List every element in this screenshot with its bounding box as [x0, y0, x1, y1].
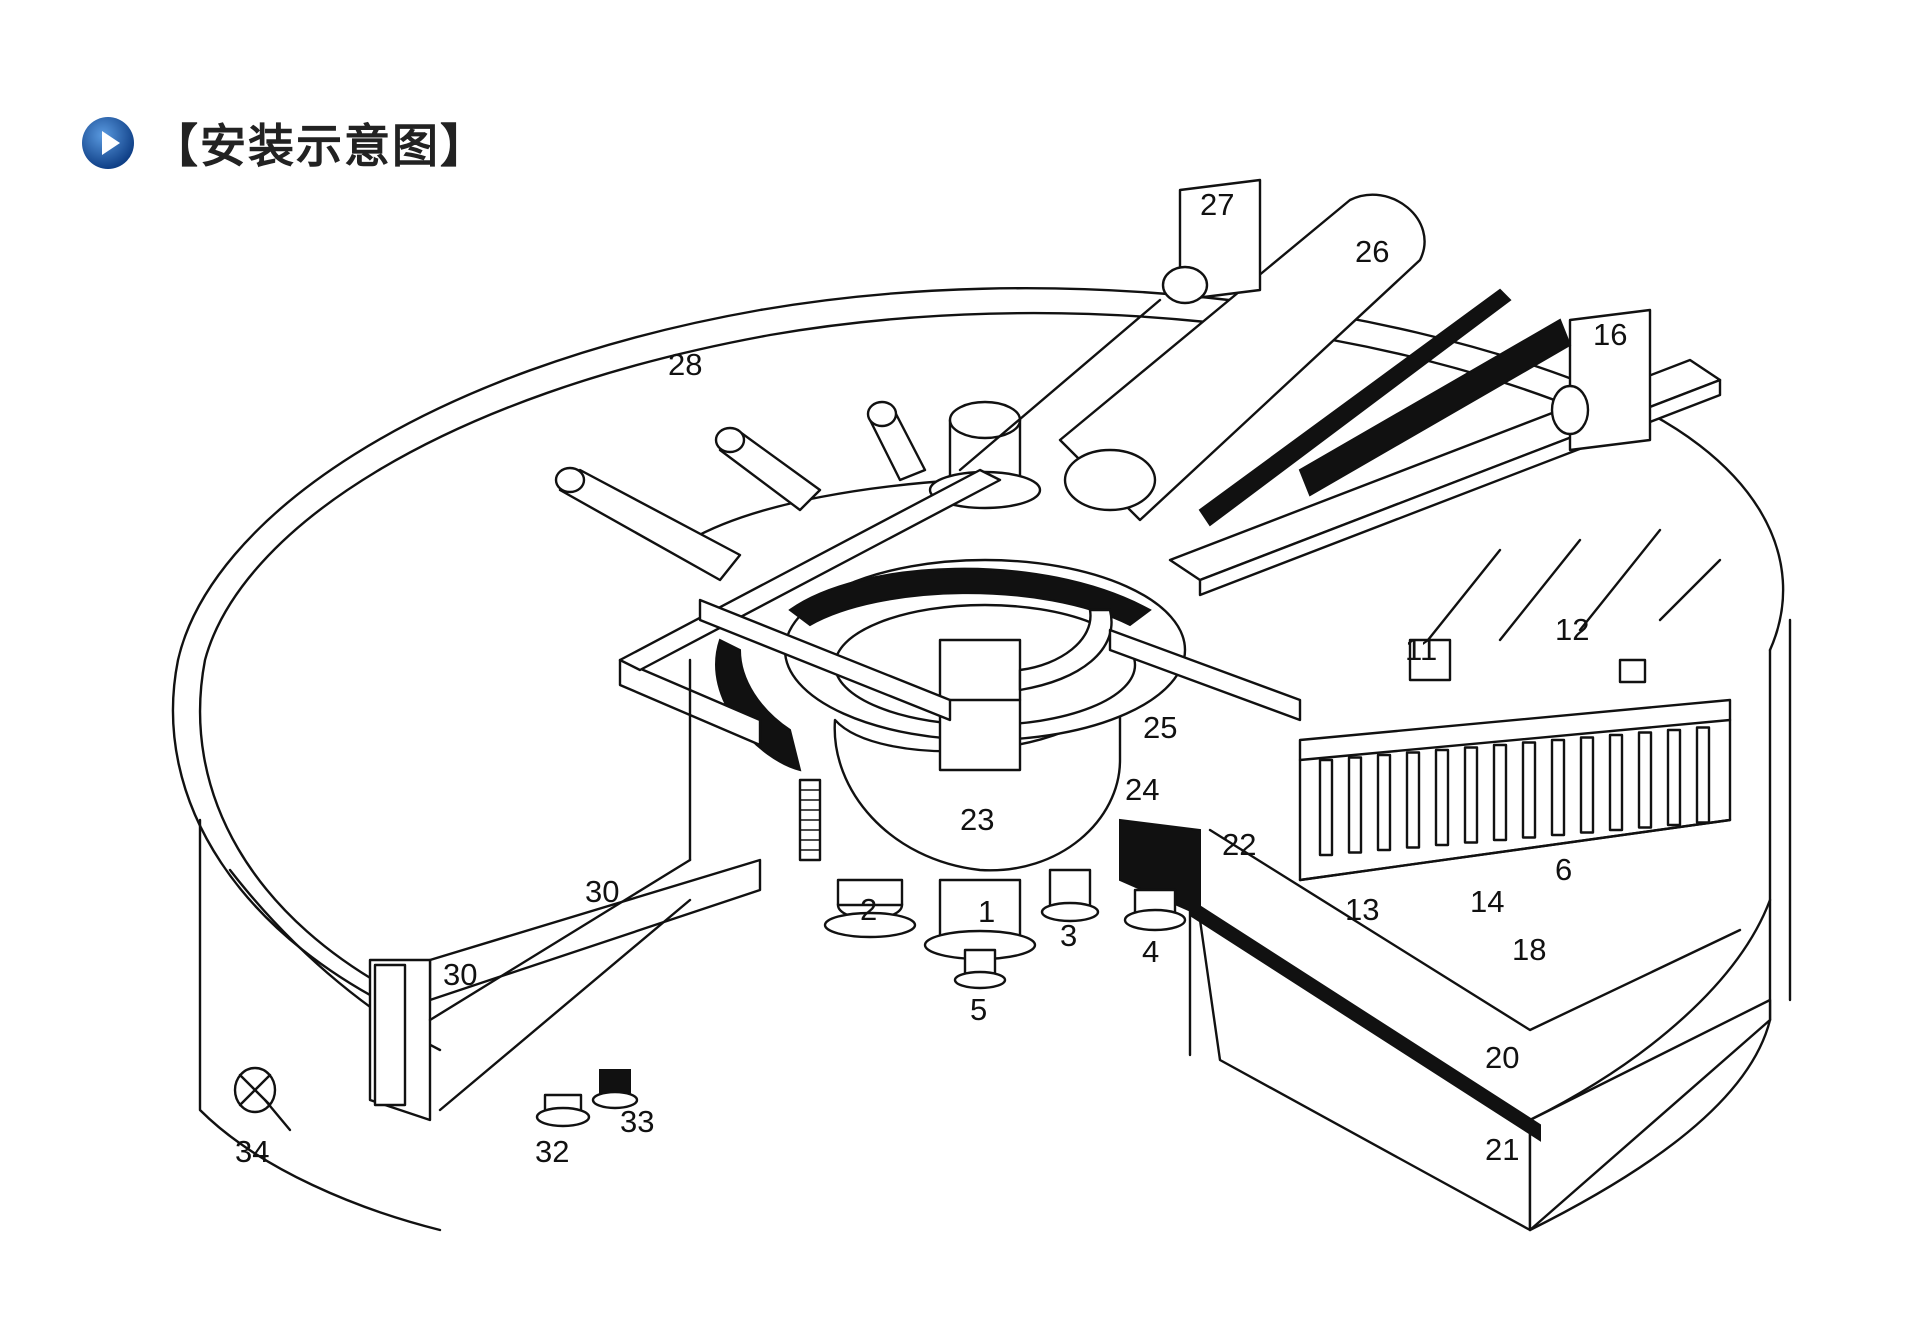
screen-bar — [1579, 736, 1595, 834]
part-label-12: 12 — [1555, 612, 1589, 647]
part-label-11: 11 — [1405, 632, 1437, 667]
part-label-30-upper: 30 — [585, 874, 619, 909]
screen-bar — [1376, 753, 1392, 852]
screen-section — [1298, 528, 1732, 882]
part-label-16: 16 — [1593, 317, 1627, 352]
valve-handwheel-icon — [233, 1066, 292, 1132]
screen-bar — [1318, 758, 1334, 857]
screw-tube — [958, 178, 1572, 527]
screen-bar — [1463, 746, 1479, 844]
bottom-pipes — [823, 868, 1187, 990]
screen-bar — [1666, 728, 1682, 827]
part-label-20: 20 — [1485, 1040, 1519, 1075]
screen-bar — [1405, 751, 1421, 849]
screen-bar — [1347, 756, 1363, 854]
page-title: 【安装示意图】 — [152, 119, 488, 173]
cutaway-section — [1119, 818, 1772, 1232]
part-labels: 1 2 3 4 5 6 11 12 13 14 16 18 20 21 22 2… — [235, 187, 1627, 1169]
screen-bar — [1550, 738, 1566, 837]
screen-bar — [1695, 726, 1711, 824]
part-label-21: 21 — [1485, 1132, 1519, 1167]
part-label-14: 14 — [1470, 884, 1504, 919]
part-label-28: 28 — [668, 347, 702, 382]
part-label-5: 5 — [970, 992, 987, 1027]
part-label-27: 27 — [1200, 187, 1234, 222]
screen-bar — [1521, 741, 1537, 839]
bridge-frame — [618, 308, 1722, 747]
part-label-4: 4 — [1142, 934, 1159, 969]
part-label-3: 3 — [1060, 918, 1077, 953]
screen-bar — [1637, 731, 1653, 829]
part-label-33: 33 — [620, 1104, 654, 1139]
part-label-30-lower: 30 — [443, 957, 477, 992]
part-label-26: 26 — [1355, 234, 1389, 269]
left-chamber — [368, 658, 822, 1122]
part-label-13: 13 — [1345, 892, 1379, 927]
central-drum — [715, 558, 1187, 872]
outer-tank — [171, 287, 1792, 1232]
part-label-22: 22 — [1222, 827, 1256, 862]
part-label-18: 18 — [1512, 932, 1546, 967]
part-label-23: 23 — [960, 802, 994, 837]
bottom-fittings — [233, 1066, 639, 1132]
part-label-6: 6 — [1555, 852, 1572, 887]
part-label-34: 34 — [235, 1134, 269, 1169]
part-label-24: 24 — [1125, 772, 1159, 807]
section-header: 【安装示意图】 — [80, 108, 488, 178]
part-label-1: 1 — [978, 894, 995, 929]
part-label-32: 32 — [535, 1134, 569, 1169]
part-label-25: 25 — [1143, 710, 1177, 745]
screen-bar — [1434, 748, 1450, 847]
play-icon — [82, 117, 134, 169]
part-label-2: 2 — [860, 892, 877, 927]
screen-bar — [1492, 743, 1508, 842]
screen-bar — [1608, 733, 1624, 832]
